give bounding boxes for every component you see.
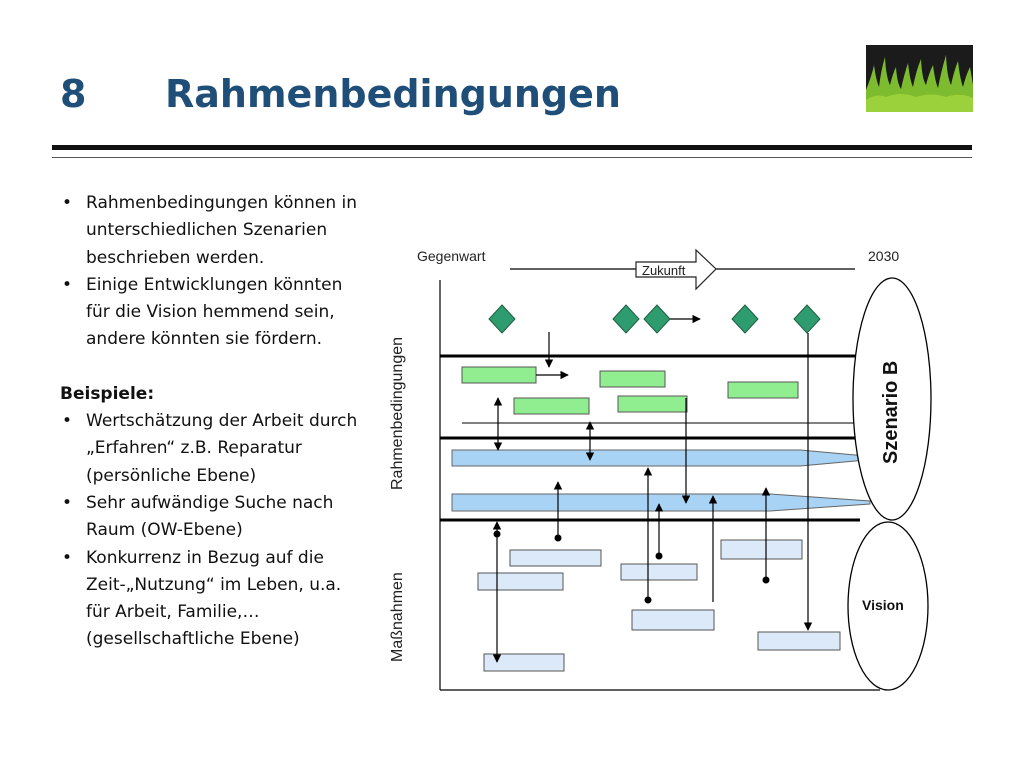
- arrow-origin-dot: [644, 596, 652, 604]
- blue-trend-bar: [451, 449, 867, 467]
- green-box: [513, 397, 590, 415]
- measure-box: [757, 631, 841, 651]
- blue-trend-bar: [451, 493, 871, 512]
- title-rule-thin: [52, 157, 972, 158]
- vision-ellipse: [847, 521, 929, 691]
- milestone-diamond: [643, 304, 671, 334]
- examples-heading: Beispiele:: [60, 383, 155, 404]
- grass-logo: [866, 45, 973, 112]
- slide-title: 8 Rahmenbedingungen: [60, 72, 621, 116]
- milestone-diamond: [793, 304, 821, 334]
- green-box: [727, 381, 799, 399]
- vision-label: Vision: [862, 597, 904, 613]
- measure-box: [720, 539, 803, 560]
- slide-title-text: Rahmenbedingungen: [165, 72, 621, 116]
- milestone-diamond: [612, 304, 640, 334]
- axis-label-massnahmen: Maßnahmen: [389, 572, 406, 662]
- zukunft-arrow: [635, 248, 717, 291]
- bullet-list-intro: Rahmenbedingungen können in unterschiedl…: [60, 190, 360, 354]
- milestone-diamond: [731, 304, 759, 334]
- bullet-item: Rahmenbedingungen können in unterschiedl…: [60, 190, 360, 272]
- axis-label-rahmenbedingungen: Rahmenbedingungen: [389, 337, 406, 490]
- scenario-label: Szenario B: [880, 361, 902, 464]
- measure-box: [509, 549, 602, 567]
- arrow-origin-dot: [655, 552, 663, 560]
- measure-box: [483, 653, 565, 672]
- green-box: [599, 370, 666, 388]
- year-label: 2030: [868, 248, 899, 264]
- green-box: [461, 366, 537, 384]
- title-rule-thick: [52, 145, 972, 150]
- bullet-item: Sehr aufwändige Suche nach Raum (OW-Eben…: [60, 490, 360, 545]
- arrow-origin-dot: [554, 534, 562, 542]
- measure-box: [631, 609, 715, 631]
- bullet-item: Wertschätzung der Arbeit durch „Erfahren…: [60, 408, 360, 490]
- gegenwart-label: Gegenwart: [417, 248, 486, 264]
- bullet-list-examples: Wertschätzung der Arbeit durch „Erfahren…: [60, 408, 360, 654]
- zukunft-label: Zukunft: [642, 263, 686, 278]
- milestone-diamond: [488, 304, 516, 334]
- scenario-ellipse: [852, 277, 932, 521]
- arrow-origin-dot: [493, 530, 501, 538]
- measure-box: [477, 572, 564, 591]
- bullet-item: Einige Entwicklungen könnten für die Vis…: [60, 272, 360, 354]
- measure-box: [620, 563, 698, 581]
- arrow-origin-dot: [762, 576, 770, 584]
- green-box: [617, 395, 688, 413]
- left-text-block: Rahmenbedingungen können in unterschiedl…: [60, 190, 360, 654]
- slide-number: 8: [60, 72, 87, 116]
- bullet-item: Konkurrenz in Bezug auf die Zeit-„Nutzun…: [60, 545, 360, 654]
